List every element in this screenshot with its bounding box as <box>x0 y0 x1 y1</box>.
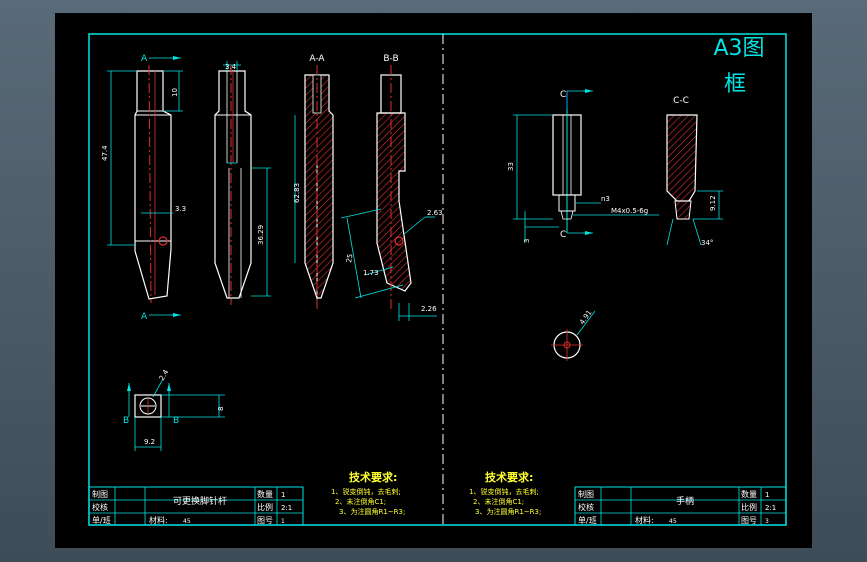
tb-right-unit: 单/班 <box>578 515 597 525</box>
tb-right-scale: 2:1 <box>765 504 776 512</box>
part-front-view <box>134 64 172 304</box>
tb-right-drawing-no-label: 图号 <box>741 516 757 525</box>
end-view-b <box>127 378 225 451</box>
handle-front-view <box>552 89 593 235</box>
drawing-sheet: A3图 框 A A 47.4 10 3.3 <box>55 13 812 548</box>
dim-n3: n3 <box>601 195 610 203</box>
section-title-cc: C-C <box>673 96 689 106</box>
section-c-c <box>666 114 723 246</box>
dim-1-73: 1.73 <box>363 269 379 277</box>
tb-check: 校核 <box>92 502 108 512</box>
tb-right-qty: 1 <box>765 491 769 499</box>
section-label-a-bottom: A <box>141 312 148 322</box>
tech-requirements-left: 技术要求: 1、锐变倒钝，去毛刺; 2、未注倒角C1; 3、为注圆角R1~R3; <box>331 470 405 516</box>
frame-label-line2: 框 <box>724 72 746 97</box>
dim-8: 8 <box>217 407 225 411</box>
tb-right-scale-label: 比例 <box>741 502 757 512</box>
tech-req-title: 技术要求: <box>349 470 397 484</box>
dim-36-29: 36.29 <box>257 225 265 245</box>
section-label-c-bottom: C <box>560 230 566 240</box>
tb-scale-label: 比例 <box>257 502 273 512</box>
dim-25: 25 <box>345 253 354 263</box>
tb-part-name: 可更换脚针杆 <box>173 495 227 507</box>
dim-2-26: 2.26 <box>421 305 437 313</box>
tb-drawing-no-label: 图号 <box>257 516 273 525</box>
tb-right-draw: 制图 <box>578 489 594 499</box>
title-block-right: 制图 校核 单/班 手柄 材料: 45 数量 1 比例 2:1 图号 3 <box>574 486 787 526</box>
tb-right-material: 45 <box>669 518 677 525</box>
tb-right-qty-label: 数量 <box>741 489 757 499</box>
tech-req-right-item-2: 2、未注倒角C1; <box>473 497 524 506</box>
dim-9-2: 9.2 <box>144 438 155 446</box>
tech-req-right-item-1: 1、锐变倒钝，去毛刺; <box>469 487 539 496</box>
dim-9-12: 9.12 <box>709 195 717 211</box>
dim-47-4: 47.4 <box>101 145 109 161</box>
tb-material-label: 材料: <box>149 515 168 525</box>
dim-thread: M4x0.5-6g <box>611 207 648 215</box>
dim-2-63: 2.63 <box>427 209 443 217</box>
section-bb-dims <box>340 208 437 321</box>
section-a-a <box>294 65 334 309</box>
front-view-dims <box>107 57 183 316</box>
dim-4-91: 4.91 <box>578 309 593 326</box>
frame-label-line1: A3图 <box>713 36 764 61</box>
tb-right-material-label: 材料: <box>635 515 654 525</box>
tb-drawing-no: 1 <box>281 518 285 525</box>
tb-right-part-name: 手柄 <box>676 495 694 507</box>
tb-scale: 2:1 <box>281 504 292 512</box>
section-title-bb: B-B <box>383 54 398 64</box>
dim-2-4: 2.4 <box>158 368 171 382</box>
dim-angle: 34° <box>701 239 713 247</box>
section-title-aa: A-A <box>309 54 325 64</box>
side-view-dims <box>223 61 271 297</box>
handle-end-view <box>551 310 596 361</box>
handle-dims <box>513 114 659 243</box>
tech-req-title-right: 技术要求: <box>485 470 533 484</box>
dim-33: 33 <box>507 162 515 171</box>
tb-material: 45 <box>183 518 191 525</box>
tb-qty-label: 数量 <box>257 489 273 499</box>
title-block-left: 制图 校核 单/班 可更换脚针杆 材料: 45 数量 1 比例 2:1 图号 1 <box>88 486 304 526</box>
dim-62-83: 62.83 <box>293 183 301 203</box>
drawing-canvas: A3图 框 A A 47.4 10 3.3 <box>88 33 787 526</box>
section-label-a-top: A <box>141 54 148 64</box>
section-label-b-left: B <box>123 416 129 426</box>
tech-req-item-3: 3、为注圆角R1~R3; <box>339 507 405 516</box>
dim-3-4: 3.4 <box>225 63 237 71</box>
tb-right-drawing-no: 3 <box>765 518 769 525</box>
tech-req-right-item-3: 3、为注圆角R1~R3; <box>475 507 541 516</box>
section-label-c-top: C <box>560 90 566 100</box>
tb-qty: 1 <box>281 491 285 499</box>
tb-unit: 单/班 <box>92 515 111 525</box>
section-label-b-right: B <box>173 416 179 426</box>
section-b-b <box>376 65 412 309</box>
drawing-border <box>88 33 787 526</box>
tech-req-item-2: 2、未注倒角C1; <box>335 497 386 506</box>
tech-requirements-right: 技术要求: 1、锐变倒钝，去毛刺; 2、未注倒角C1; 3、为注圆角R1~R3; <box>469 470 541 516</box>
dim-10: 10 <box>171 88 179 97</box>
tb-right-check: 校核 <box>578 502 594 512</box>
part-side-view <box>214 65 252 305</box>
dim-3-3: 3.3 <box>175 205 186 213</box>
tech-req-item-1: 1、锐变倒钝，去毛刺; <box>331 487 401 496</box>
dim-3: 3 <box>523 239 531 243</box>
tb-draw: 制图 <box>92 489 108 499</box>
